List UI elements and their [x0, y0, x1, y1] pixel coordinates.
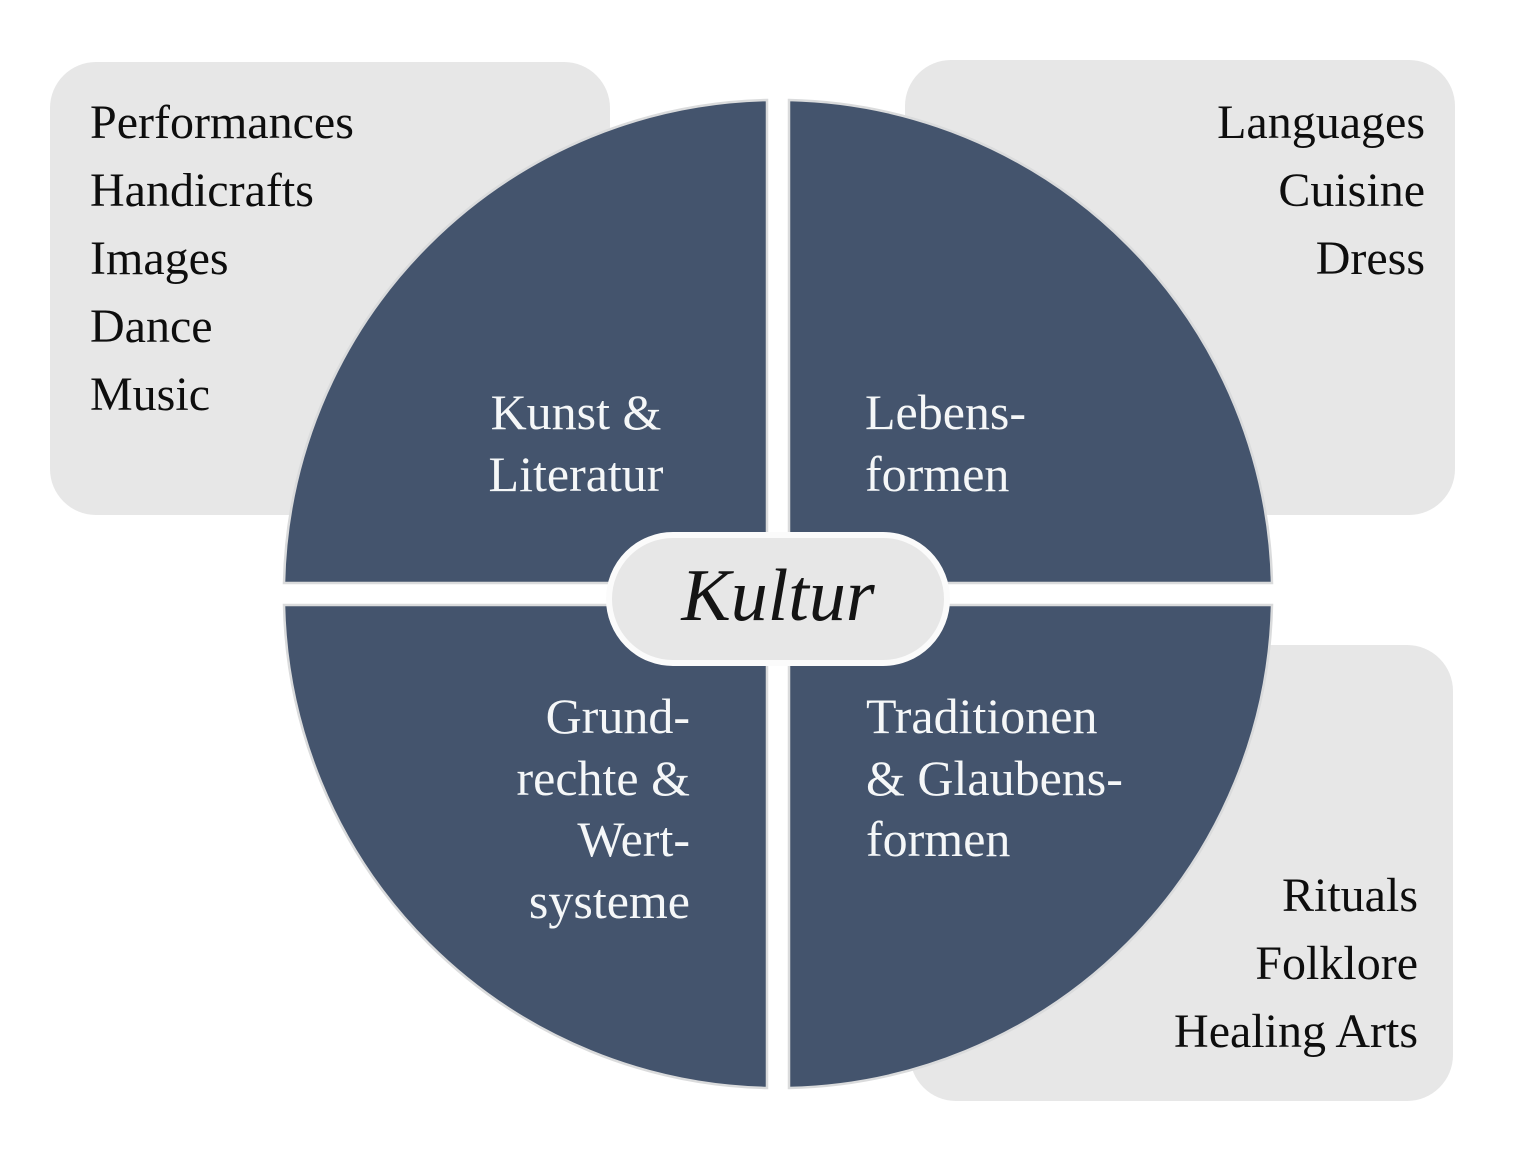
- label-line: systeme: [528, 872, 690, 929]
- quadrant-lebensformen-shape: [787, 98, 1274, 585]
- label-line: Literatur: [488, 445, 664, 502]
- label-line: Grund-: [545, 688, 690, 744]
- list-item: Dance: [90, 300, 213, 353]
- label-lebensformen: Lebens- formen: [865, 382, 1026, 505]
- list-item: Rituals: [1281, 869, 1418, 922]
- quadrant-grundrechte-wertsysteme-shape: [282, 603, 769, 1090]
- list-item: Dress: [1315, 232, 1425, 285]
- list-item: Folklore: [1255, 937, 1418, 990]
- list-top-right: Languages Cuisine Dress: [1217, 89, 1425, 293]
- list-top-left: Performances Handicrafts Images Dance Mu…: [90, 89, 354, 429]
- label-line: Lebens-: [865, 384, 1027, 440]
- center-pill: Kultur: [606, 532, 950, 666]
- list-item: Cuisine: [1278, 164, 1425, 217]
- list-item: Images: [90, 232, 229, 285]
- list-item: Music: [90, 368, 210, 421]
- label-kunst-literatur: Kunst & Literatur: [426, 382, 726, 505]
- quadrant-kunst-literatur-shape: [282, 98, 769, 585]
- label-line: Wert-: [577, 811, 690, 867]
- label-line: & Glaubens-: [866, 749, 1123, 806]
- label-line: formen: [865, 445, 1010, 502]
- label-line: Kunst &: [490, 384, 662, 440]
- label-line: formen: [866, 811, 1011, 867]
- label-line: rechte &: [516, 749, 690, 806]
- list-bottom-right: Rituals Folklore Healing Arts: [1174, 862, 1418, 1066]
- list-item: Languages: [1217, 96, 1425, 149]
- quadrant-traditionen-glaubensformen-shape: [787, 603, 1274, 1090]
- label-traditionen-glaubensformen: Traditionen & Glaubens- formen: [866, 686, 1123, 871]
- list-item: Performances: [90, 96, 354, 149]
- list-item: Healing Arts: [1174, 1005, 1418, 1058]
- label-grundrechte-wertsysteme: Grund- rechte & Wert- systeme: [390, 686, 690, 932]
- center-title: Kultur: [681, 555, 875, 637]
- label-line: Traditionen: [866, 688, 1098, 744]
- list-item: Handicrafts: [90, 164, 314, 217]
